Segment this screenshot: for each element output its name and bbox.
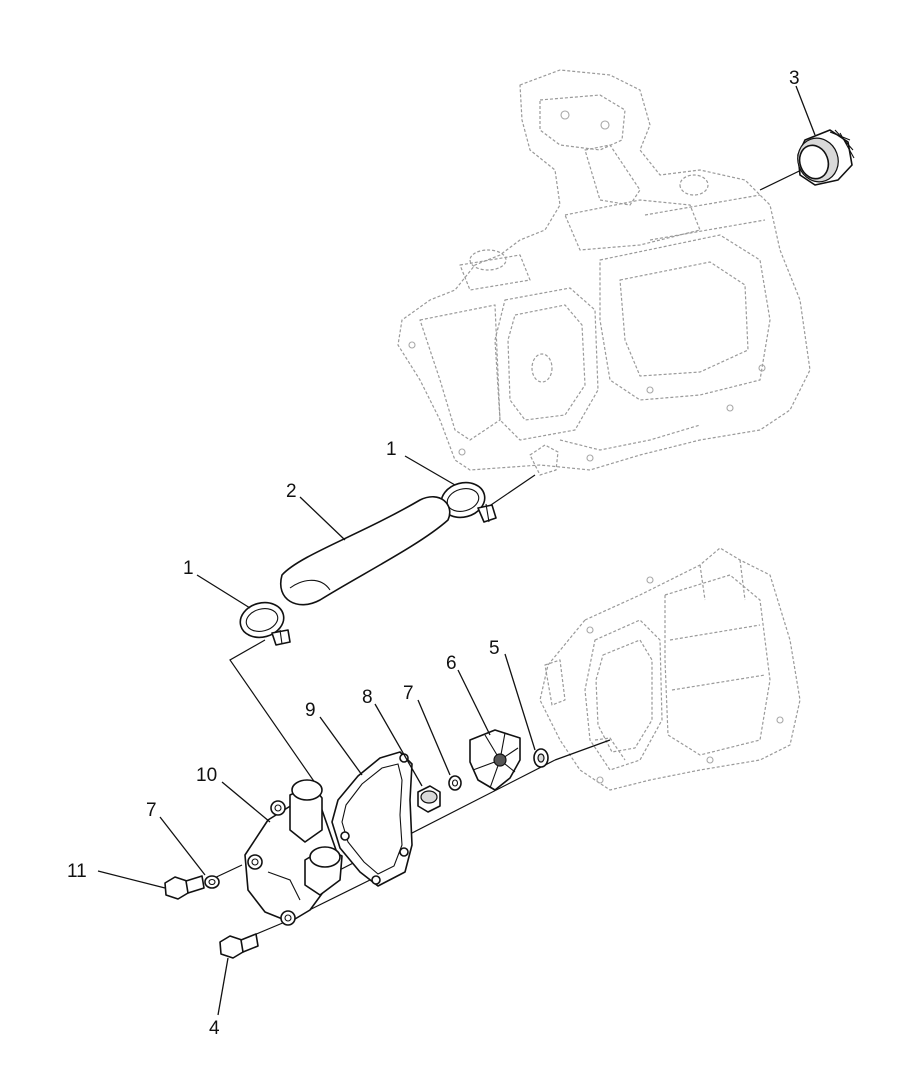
callout-3: 3 [789, 68, 800, 89]
part-2-coolant-hose [279, 495, 451, 606]
part-4-bolt [219, 933, 259, 959]
part-11-bolt [164, 875, 205, 900]
callout-4: 4 [209, 1018, 220, 1039]
engine-crankcase-outline [539, 547, 801, 791]
part-1-upper-hose-clamp [440, 481, 497, 523]
leader-lines [97, 85, 816, 1016]
callout-2: 2 [286, 481, 297, 502]
callout-7-lower: 7 [146, 800, 157, 821]
part-7-lower-washer [204, 875, 220, 889]
callout-8: 8 [362, 687, 373, 708]
callout-10: 10 [196, 765, 217, 786]
callout-5: 5 [489, 638, 500, 659]
part-7-upper-washer [448, 775, 462, 791]
part-5-nut [533, 748, 549, 768]
part-8-oil-seal [417, 785, 441, 813]
callout-11: 11 [67, 861, 87, 882]
part-9-gasket [331, 751, 413, 887]
engine-cylinder-head-outline [397, 69, 811, 476]
callout-labels: 3 1 2 1 5 6 7 8 9 10 7 11 4 [67, 68, 800, 1039]
callout-1-upper: 1 [386, 439, 397, 460]
callout-9: 9 [305, 700, 316, 721]
callout-6: 6 [446, 653, 457, 674]
callout-1-lower: 1 [183, 558, 194, 579]
part-1-lower-hose-clamp [239, 601, 291, 646]
callout-7-upper: 7 [403, 683, 414, 704]
part-6-impeller [469, 729, 521, 791]
part-3-thermostat-cap [797, 129, 855, 186]
part-10-water-pump-cover [244, 779, 343, 926]
